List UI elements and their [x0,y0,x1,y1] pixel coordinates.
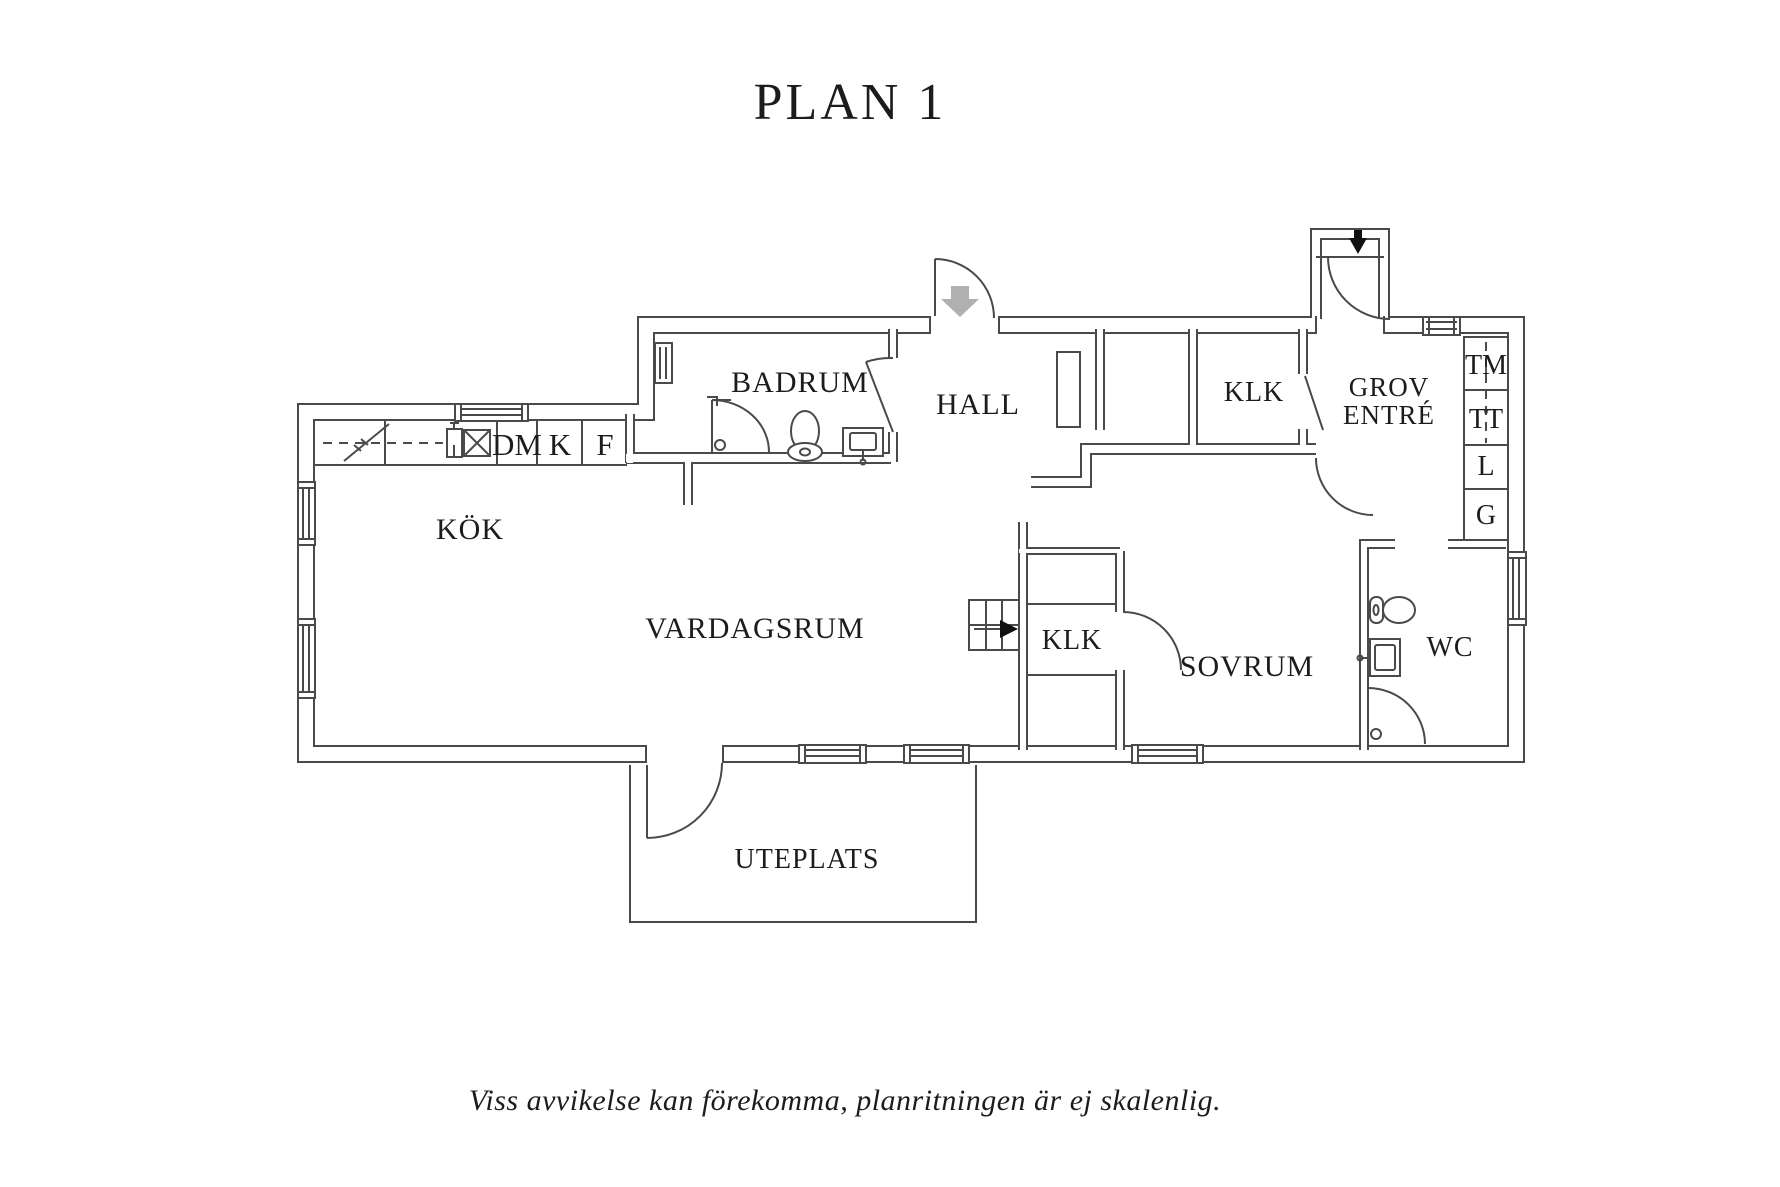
main-entrance-arrow-icon [941,286,979,317]
uteplats-outline [629,765,977,923]
disclaimer-text: Viss avvikelse kan förekomma, planritnin… [469,1084,1221,1117]
windows [297,316,1527,764]
page-title: PLAN 1 [754,74,947,131]
stairs-icon [968,599,1020,651]
hall-wardrobe [1056,351,1081,428]
kitchen-sink-icon [446,422,491,458]
unit-label-l: L [1477,451,1494,482]
room-label-grov-2: ENTRÉ [1343,400,1435,430]
window-south-1 [798,744,867,764]
outer-walls [297,228,1525,763]
badrum-fixtures [707,396,884,466]
window-badrum [654,342,673,384]
room-label-badrum: BADRUM [731,366,869,399]
unit-label-g: G [1476,500,1496,531]
kitchen-counter [315,421,627,466]
unit-label-dm: DM [492,427,542,462]
shower-icon [707,396,770,453]
main-entrance-door [934,258,995,319]
window-kok-top [454,403,529,422]
room-label-klk-top: KLK [1224,377,1285,408]
room-label-hall: HALL [936,388,1020,421]
klk-mid-door [1122,611,1182,671]
uteplats-door [646,762,723,839]
toilet-icon [787,410,823,462]
window-west-1 [297,481,316,546]
sink-icon [842,427,884,466]
wc-toilet-icon [1369,596,1416,624]
room-label-vardagsrum: VARDAGSRUM [645,612,865,645]
stove-icon [343,423,390,462]
side-entrance-arrow-icon [1349,230,1367,254]
room-label-klk-mid: KLK [1042,625,1103,656]
wc-fixtures [1356,596,1426,745]
room-label-uteplats: UTEPLATS [735,844,880,875]
unit-label-tt: TT [1469,404,1503,435]
unit-label-tm: TM [1465,350,1507,381]
inner-walls [625,329,1506,750]
window-south-2 [903,744,970,764]
stair-direction-arrow-icon [1000,620,1018,638]
doors [646,256,1391,839]
wc-shower-icon [1367,687,1426,745]
room-label-sovrum: SOVRUM [1180,650,1314,683]
unit-label-k: K [549,427,572,462]
unit-label-f: F [596,427,613,462]
room-label-grov-1: GROV [1349,372,1430,402]
wc-sink-icon [1356,638,1401,677]
grov-entrance-door [1327,256,1391,320]
window-west-2 [297,618,316,699]
klk-top-door [1304,375,1324,431]
laundry-column [1463,336,1509,541]
window-grov-top [1422,316,1461,336]
badrum-door [865,356,894,433]
room-label-kok: KÖK [436,513,504,546]
window-east-wc [1507,551,1527,626]
sovrum-door [1315,457,1374,516]
room-label-wc: WC [1426,632,1473,663]
window-south-3 [1131,744,1204,764]
klk-mid-closet [1027,603,1116,676]
